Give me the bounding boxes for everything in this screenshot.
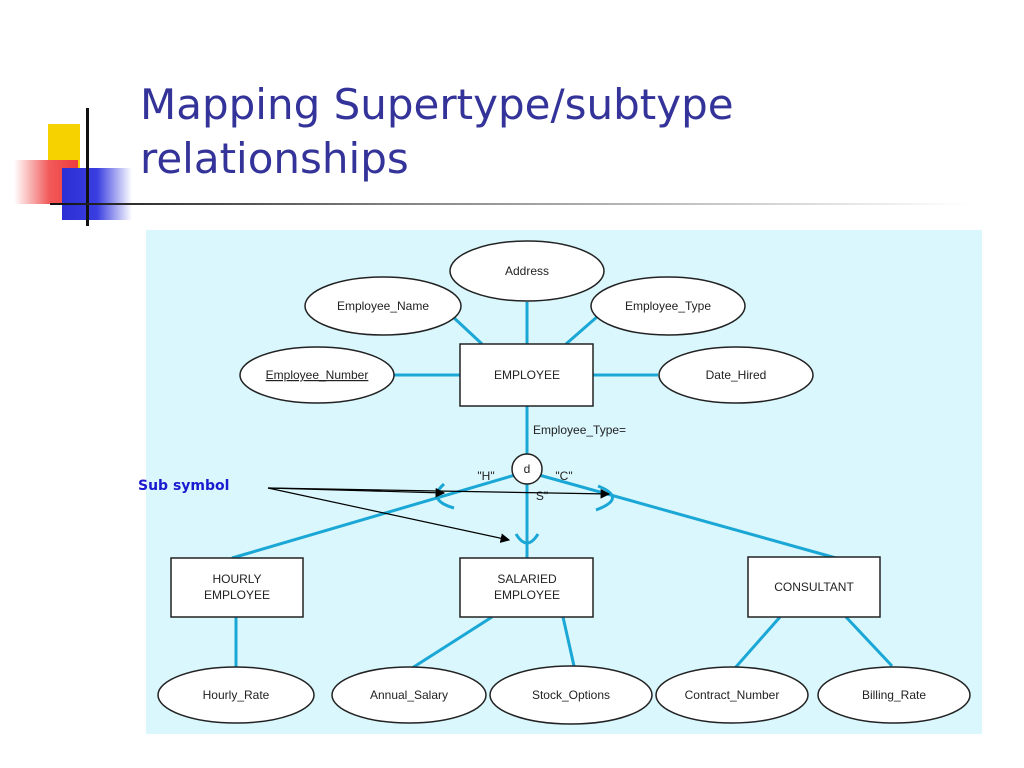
entity-boxes: [170, 343, 881, 618]
salaried-entity-label-line1: SALARIED: [497, 572, 557, 586]
hourly-rate-ellipse: [157, 666, 315, 724]
salaried-entity-label-line2: EMPLOYEE: [494, 588, 560, 602]
d-to-consultant-connector: [538, 473, 837, 560]
employee-name-ellipse: [304, 276, 462, 336]
date-hired-ellipse: [658, 346, 814, 404]
employee-number-label: Employee_Number: [266, 368, 369, 382]
stock-options-ellipse: [489, 665, 653, 725]
contract-number-label: Contract_Number: [685, 688, 780, 702]
annual-salary-label: Annual_Salary: [370, 688, 448, 702]
disjoint-symbol-label: d: [524, 462, 531, 476]
salaried-subset-symbol: [514, 533, 540, 545]
slide-title-line1: Mapping Supertype/subtype: [140, 80, 734, 129]
employee-number-ellipse: [239, 346, 395, 404]
hourly-subset-symbol: [435, 482, 455, 510]
consultant-discriminator-value: "C": [555, 469, 572, 483]
contract-number-ellipse: [655, 666, 809, 724]
discriminator-label: Employee_Type=: [533, 423, 626, 437]
diagram-labels: Address Employee_Name Employee_Type Empl…: [203, 264, 927, 702]
disjoint-circle: [511, 453, 543, 485]
address-label: Address: [505, 264, 549, 278]
date-hired-label: Date_Hired: [706, 368, 767, 382]
employee-entity-box: [459, 343, 594, 407]
employee-name-connector: [450, 314, 484, 346]
annotation-arrows: [267, 487, 611, 543]
attribute-ellipses: [157, 240, 971, 725]
address-ellipse: [449, 240, 605, 302]
sub-symbol-annotation: Sub symbol: [138, 478, 230, 494]
hourly-rate-label: Hourly_Rate: [203, 688, 270, 702]
d-to-hourly-connector: [231, 473, 516, 560]
title-underline: [50, 203, 970, 205]
hourly-discriminator-value: "H": [477, 469, 494, 483]
contract-number-connector: [733, 616, 782, 669]
billing-rate-ellipse: [817, 666, 971, 724]
hourly-employee-entity-box: [170, 557, 304, 618]
billing-rate-label: Billing_Rate: [862, 688, 926, 702]
employee-entity-label: EMPLOYEE: [494, 368, 560, 382]
slide-title-line2: relationships: [140, 134, 409, 183]
employee-type-label: Employee_Type: [625, 299, 711, 313]
salaried-employee-entity-box: [459, 557, 594, 618]
consultant-entity-label: CONSULTANT: [774, 580, 854, 594]
er-diagram: Address Employee_Name Employee_Type Empl…: [146, 230, 982, 734]
arrow-to-salaried-symbol: [267, 487, 511, 543]
annual-salary-connector: [408, 615, 493, 672]
decor-vertical-line: [86, 108, 89, 226]
billing-rate-connector: [844, 615, 894, 668]
hourly-entity-label-line1: HOURLY: [212, 572, 261, 586]
employee-type-connector: [565, 314, 599, 346]
connector-lines: [231, 302, 894, 682]
decor-blue-square: [62, 168, 132, 220]
consultant-subset-symbol: [595, 484, 614, 512]
employee-name-label: Employee_Name: [337, 299, 429, 313]
salaried-discriminator-value: S": [536, 489, 548, 503]
annual-salary-ellipse: [331, 666, 487, 724]
consultant-entity-box: [747, 556, 881, 618]
hourly-entity-label-line2: EMPLOYEE: [204, 588, 270, 602]
arrow-to-consultant-symbol: [267, 487, 611, 499]
stock-options-connector: [561, 616, 576, 667]
slide-title: Mapping Supertype/subtype relationships: [140, 78, 1000, 186]
employee-type-ellipse: [590, 276, 746, 336]
stock-options-label: Stock_Options: [532, 688, 610, 702]
